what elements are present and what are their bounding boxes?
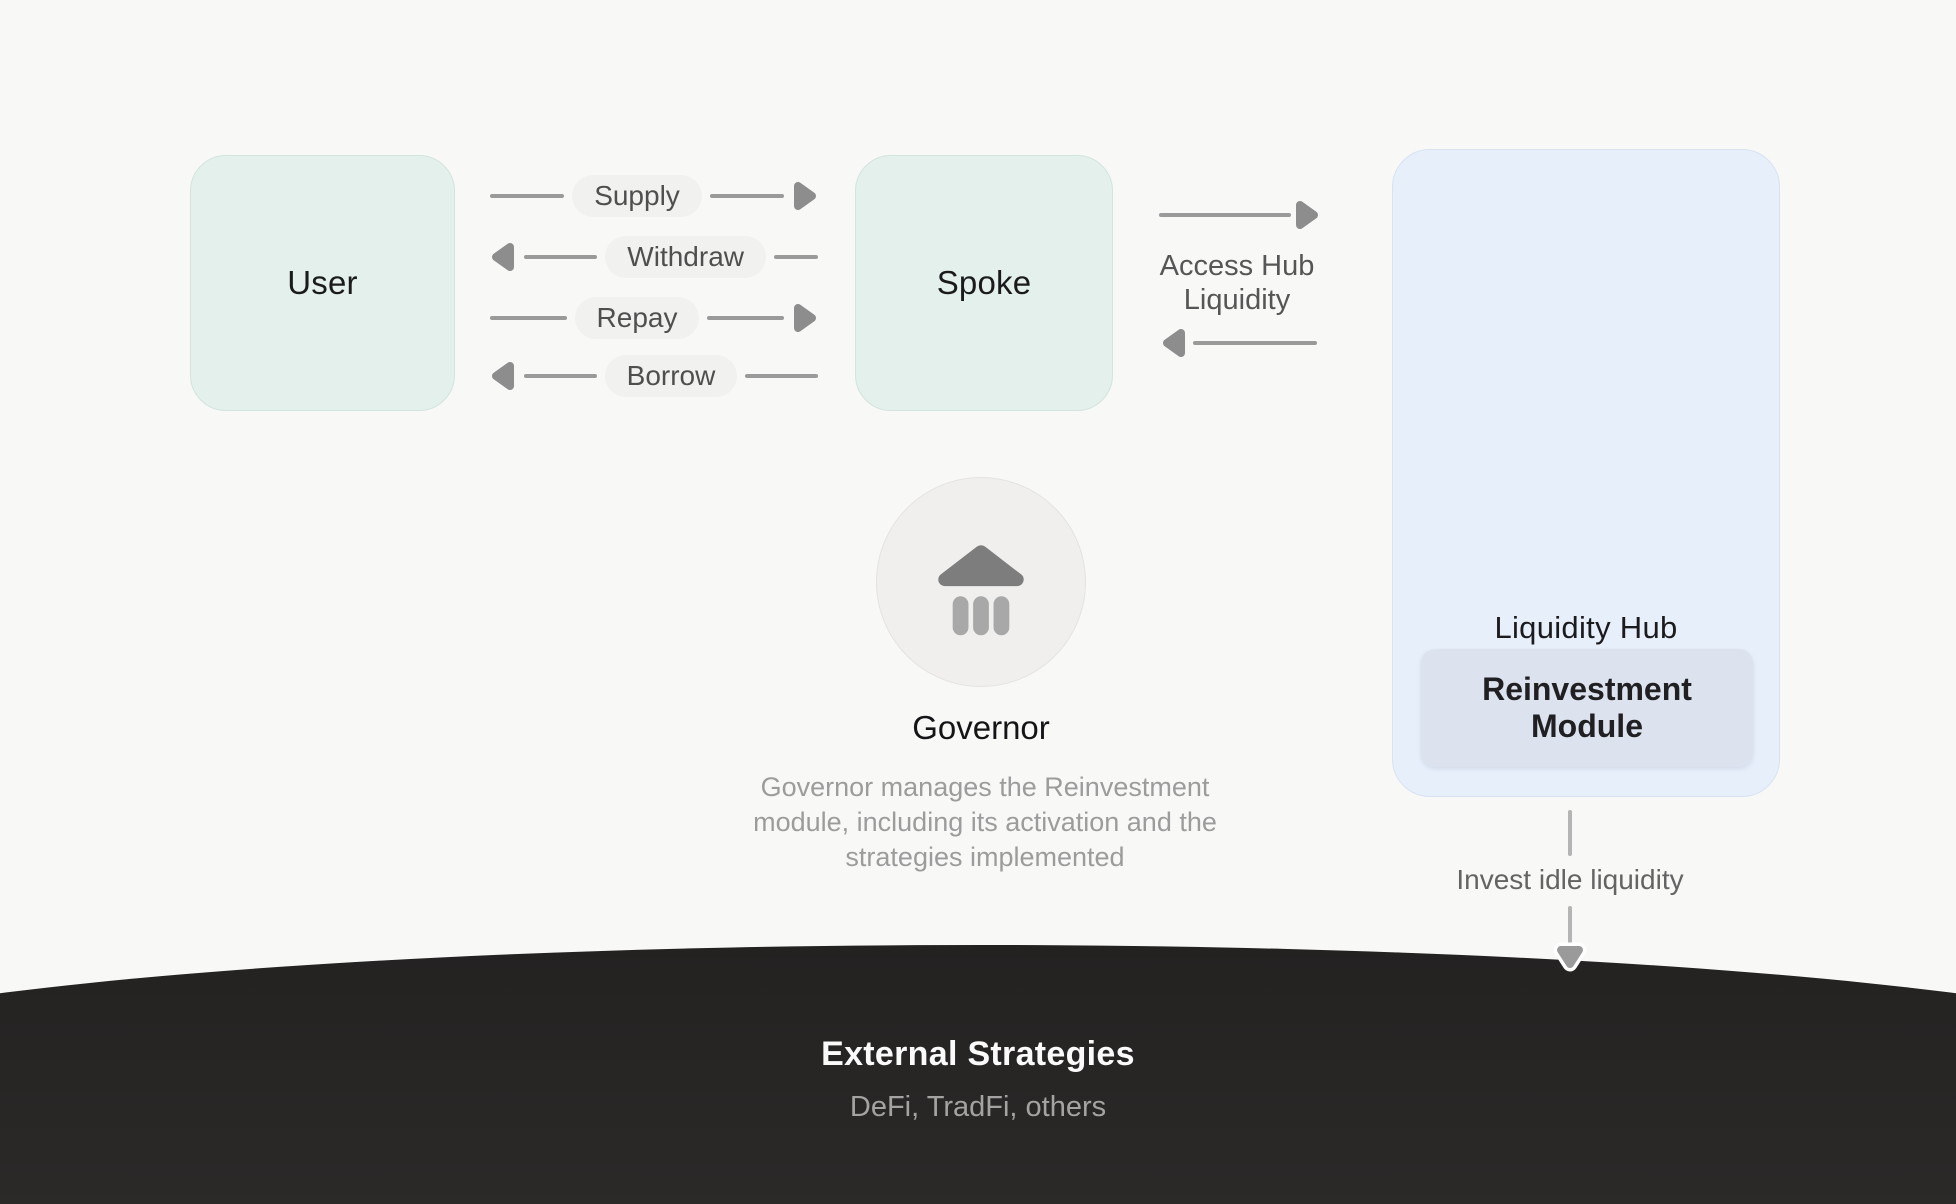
arrow-line: [745, 374, 819, 378]
arrow-line: [490, 316, 567, 320]
arrow-right-icon: [1296, 201, 1318, 229]
arrow-left-icon: [492, 362, 514, 390]
flow-borrow: Borrow: [490, 355, 819, 397]
node-reinvestment-module: Reinvestment Module: [1421, 649, 1753, 767]
node-spoke-label: Spoke: [936, 264, 1032, 301]
arrow-right-icon: [794, 182, 816, 210]
flow-withdraw: Withdraw: [490, 236, 818, 278]
arrow-line: [774, 255, 818, 259]
arrow-line: [1568, 906, 1572, 944]
arrow-line: [524, 255, 598, 259]
governor-description: Governor manages the Reinvestment module…: [753, 772, 1217, 872]
arrow-right-icon: [794, 304, 816, 332]
arrow-line: [1568, 810, 1572, 856]
external-strategies-section: External Strategies DeFi, TradFi, others: [0, 945, 1956, 1204]
governor-label: Governor: [912, 709, 1050, 746]
arrow-line: [490, 194, 565, 198]
arrow-line: [707, 316, 784, 320]
flow-supply-pill: Supply: [572, 175, 702, 217]
flow-borrow-pill: Borrow: [604, 355, 738, 397]
arrow-line: [709, 194, 784, 198]
flow-withdraw-pill: Withdraw: [605, 236, 766, 278]
arrow-left-icon: [492, 243, 514, 271]
arrow-left-icon: [1163, 329, 1185, 357]
liquidity-hub-label: Liquidity Hub: [1494, 610, 1678, 645]
external-strategies-title: External Strategies: [821, 1035, 1135, 1073]
external-strategies-subtitle: DeFi, TradFi, others: [849, 1091, 1107, 1123]
invest-idle-liquidity-label: Invest idle liquidity: [1456, 864, 1684, 895]
bank-icon: [938, 545, 1024, 636]
node-spoke: Spoke: [855, 155, 1113, 411]
reinvestment-module-label: Reinvestment Module: [1482, 671, 1692, 744]
access-hub-liquidity-label: Access Hub Liquidity: [1159, 250, 1315, 316]
node-user-label: User: [287, 264, 358, 301]
flow-repay-pill: Repay: [574, 297, 700, 339]
arrow-line: [1159, 213, 1291, 217]
arrow-down-icon: [1553, 942, 1587, 972]
node-liquidity-hub: Liquidity Hub Reinvestment Module: [1392, 149, 1780, 797]
flow-supply: Supply: [490, 175, 818, 217]
arrow-line: [1193, 341, 1317, 345]
governor-avatar: [876, 477, 1086, 687]
node-user: User: [190, 155, 455, 411]
flow-repay: Repay: [490, 297, 818, 339]
arrow-line: [524, 374, 597, 378]
